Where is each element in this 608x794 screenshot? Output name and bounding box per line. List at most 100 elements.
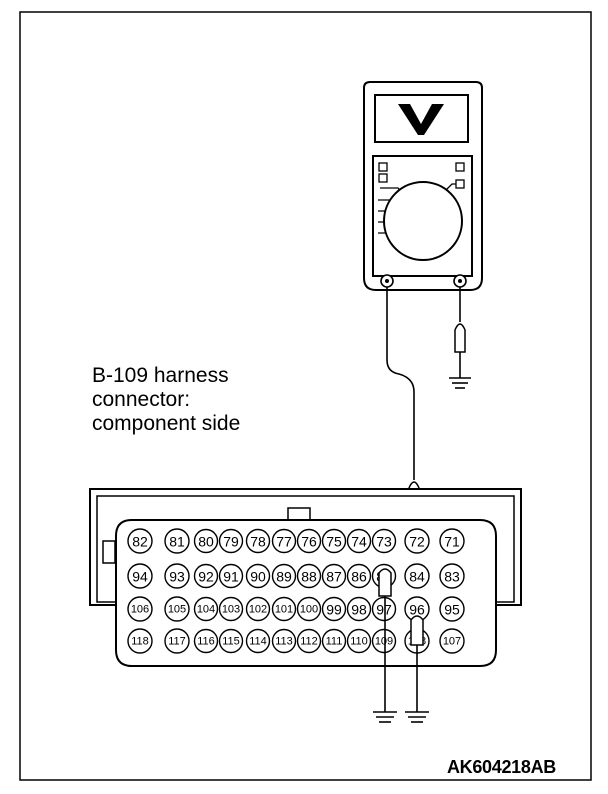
pin-label-107: 107 [443, 636, 461, 648]
pin-78 [245, 528, 271, 554]
pin-label-99: 99 [326, 602, 342, 618]
pin-114 [245, 628, 271, 654]
pin-93 [164, 563, 190, 589]
pin-71 [439, 528, 465, 554]
pin-88 [296, 563, 322, 589]
connector-ground-leads [373, 568, 429, 723]
figure-code: AK604218AB [446, 757, 556, 777]
pin-102 [245, 596, 271, 622]
pin-label-111: 111 [326, 636, 343, 648]
figure-frame [19, 11, 592, 781]
pin-label-95: 95 [444, 602, 460, 618]
pin-92 [193, 563, 219, 589]
pin-77 [271, 528, 297, 554]
pin-label-78: 78 [250, 534, 266, 550]
pin-113 [271, 628, 297, 654]
pin-label-104: 104 [197, 604, 215, 616]
pin-label-80: 80 [198, 534, 214, 550]
pin-label-92: 92 [198, 569, 214, 585]
pin-109 [371, 628, 397, 654]
pin-label-115: 115 [222, 636, 240, 648]
pin-label-72: 72 [409, 534, 425, 550]
meter-v-symbol [398, 104, 444, 135]
pin-83 [439, 563, 465, 589]
pin-115 [218, 628, 244, 654]
pin-label-74: 74 [351, 534, 367, 550]
pin-80 [193, 528, 219, 554]
test-probe-icon [454, 323, 466, 353]
pin-label-83: 83 [444, 569, 460, 585]
pin-76 [296, 528, 322, 554]
pin-label-116: 116 [197, 636, 215, 648]
pin-111 [321, 628, 347, 654]
pin-100 [296, 596, 322, 622]
pin-label-90: 90 [250, 569, 266, 585]
pin-82 [127, 528, 153, 554]
pin-label-81: 81 [169, 534, 185, 550]
pin-label-94: 94 [132, 569, 148, 585]
pin-label-110: 110 [350, 636, 368, 648]
pin-label-112: 112 [300, 636, 318, 648]
pin-99 [321, 596, 347, 622]
connector-label-line-1: B-109 harness [92, 364, 229, 387]
pin-95 [439, 596, 465, 622]
pin-label-79: 79 [223, 534, 239, 550]
pin-91 [218, 563, 244, 589]
pin-label-100: 100 [300, 604, 318, 616]
pin-label-91: 91 [223, 569, 239, 585]
pin-label-98: 98 [351, 602, 367, 618]
connector-label-line-2: connector: [92, 388, 191, 411]
pin-label-89: 89 [276, 569, 292, 585]
pin-label-84: 84 [409, 569, 425, 585]
pin-110 [346, 628, 372, 654]
pin-label-96: 96 [409, 602, 425, 618]
pin-86 [346, 563, 372, 589]
pin-label-86: 86 [351, 569, 367, 585]
pin-label-76: 76 [301, 534, 317, 550]
pin-97 [371, 596, 397, 622]
pin-label-101: 101 [275, 604, 293, 616]
pin-label-114: 114 [249, 636, 267, 648]
pin-104 [193, 596, 219, 622]
pin-116 [193, 628, 219, 654]
ground-symbol-icon [373, 711, 397, 723]
pin-label-102: 102 [249, 604, 267, 616]
pin-84 [404, 563, 430, 589]
meter-dial [383, 181, 463, 261]
pin-label-71: 71 [444, 534, 460, 550]
connector-label-line-3: component side [92, 412, 241, 435]
pin-103 [218, 596, 244, 622]
pin-label-109: 109 [375, 636, 393, 648]
ground-symbol-icon [449, 377, 471, 389]
pin-73 [371, 528, 397, 554]
pin-79 [218, 528, 244, 554]
pin-81 [164, 528, 190, 554]
pin-72 [404, 528, 430, 554]
pin-label-77: 77 [276, 534, 292, 550]
pin-74 [346, 528, 372, 554]
pin-117 [164, 628, 190, 654]
pin-label-93: 93 [169, 569, 185, 585]
meter-ground-lead [449, 287, 471, 389]
pin-101 [271, 596, 297, 622]
pin-75 [321, 528, 347, 554]
pin-107 [439, 628, 465, 654]
pin-106 [127, 596, 153, 622]
pin-label-87: 87 [326, 569, 342, 585]
pin-label-118: 118 [131, 636, 149, 648]
pin-label-82: 82 [132, 534, 148, 550]
pin-94 [127, 563, 153, 589]
pin-105 [164, 596, 190, 622]
pin-label-88: 88 [301, 569, 317, 585]
pin-98 [346, 596, 372, 622]
pin-89 [271, 563, 297, 589]
pin-label-106: 106 [131, 604, 149, 616]
pin-label-103: 103 [222, 604, 240, 616]
pin-label-97: 97 [376, 602, 392, 618]
pin-label-105: 105 [168, 604, 186, 616]
pin-90 [245, 563, 271, 589]
pin-label-113: 113 [275, 636, 293, 648]
